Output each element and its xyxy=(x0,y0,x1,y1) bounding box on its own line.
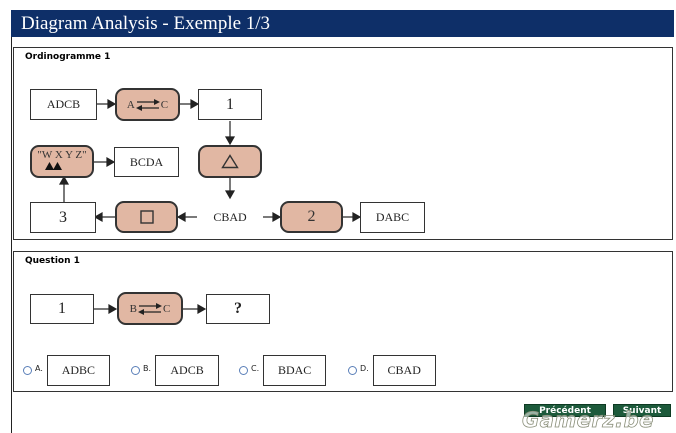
swap-arrows-icon xyxy=(135,98,160,111)
triangle-icon xyxy=(221,154,239,169)
wxyz-operation: "W X Y Z" xyxy=(30,145,94,178)
option-b-letter: B. xyxy=(143,364,152,373)
box-adcb: ADCB xyxy=(30,89,97,120)
question-arrows xyxy=(94,303,207,315)
swap-arrows-icon xyxy=(138,302,162,315)
unknown-result-box: ? xyxy=(206,294,270,324)
answer-option-c[interactable]: C. BDAC xyxy=(239,355,327,386)
question-op-left-label: B xyxy=(129,302,137,315)
answer-option-b[interactable]: B. ADCB xyxy=(131,355,220,386)
swap-left-label: A xyxy=(126,98,135,111)
box-one: 1 xyxy=(198,89,262,120)
option-d-box[interactable]: CBAD xyxy=(372,355,436,386)
question-op-right-label: C xyxy=(163,302,171,315)
two-operation: 2 xyxy=(280,201,343,233)
box-dabc: DABC xyxy=(360,202,425,233)
flowchart-arrows xyxy=(58,98,362,223)
question-panel: Question 1 1 B C ? A. ADBC B. ADCB C. BD… xyxy=(13,251,673,392)
question-start-box: 1 xyxy=(30,294,94,324)
swap-right-label: C xyxy=(160,98,169,111)
question-swap-operation: B C xyxy=(117,292,183,325)
answer-option-a[interactable]: A. ADBC xyxy=(23,355,110,386)
option-c-letter: C. xyxy=(251,364,260,373)
option-a-letter: A. xyxy=(35,364,43,373)
square-icon xyxy=(139,210,154,224)
option-a-box[interactable]: ADBC xyxy=(46,355,110,386)
two-label: 2 xyxy=(307,208,316,225)
previous-button[interactable]: Précédent xyxy=(524,404,606,417)
window-frame xyxy=(11,10,675,433)
radio-option-a[interactable] xyxy=(23,366,32,375)
box-three: 3 xyxy=(30,202,96,233)
answer-option-d[interactable]: D. CBAD xyxy=(348,355,436,386)
flowchart-panel: Ordinogramme 1 ADCB A C 1 "W X Y Z" xyxy=(13,47,673,240)
wxyz-label: "W X Y Z" xyxy=(37,149,87,161)
question-title: Question 1 xyxy=(25,256,80,266)
option-d-letter: D. xyxy=(360,364,369,373)
swap-operation: A C xyxy=(115,88,180,121)
title-bar: Diagram Analysis - Exemple 1/3 xyxy=(11,10,674,37)
triangles-icon xyxy=(45,162,62,170)
box-bcda: BCDA xyxy=(114,147,179,177)
triangle-operation xyxy=(198,145,262,178)
square-operation xyxy=(115,201,178,233)
watermark-logo: Gamerz.be xyxy=(522,408,654,433)
flowchart-title: Ordinogramme 1 xyxy=(25,52,111,62)
radio-option-b[interactable] xyxy=(131,366,140,375)
next-button[interactable]: Suivant xyxy=(613,404,671,417)
box-cbad: CBAD xyxy=(197,203,263,232)
option-b-box[interactable]: ADCB xyxy=(155,355,220,386)
radio-option-d[interactable] xyxy=(348,366,357,375)
radio-option-c[interactable] xyxy=(239,366,248,375)
window-title: Diagram Analysis - Exemple 1/3 xyxy=(21,13,271,34)
option-c-box[interactable]: BDAC xyxy=(263,355,327,386)
